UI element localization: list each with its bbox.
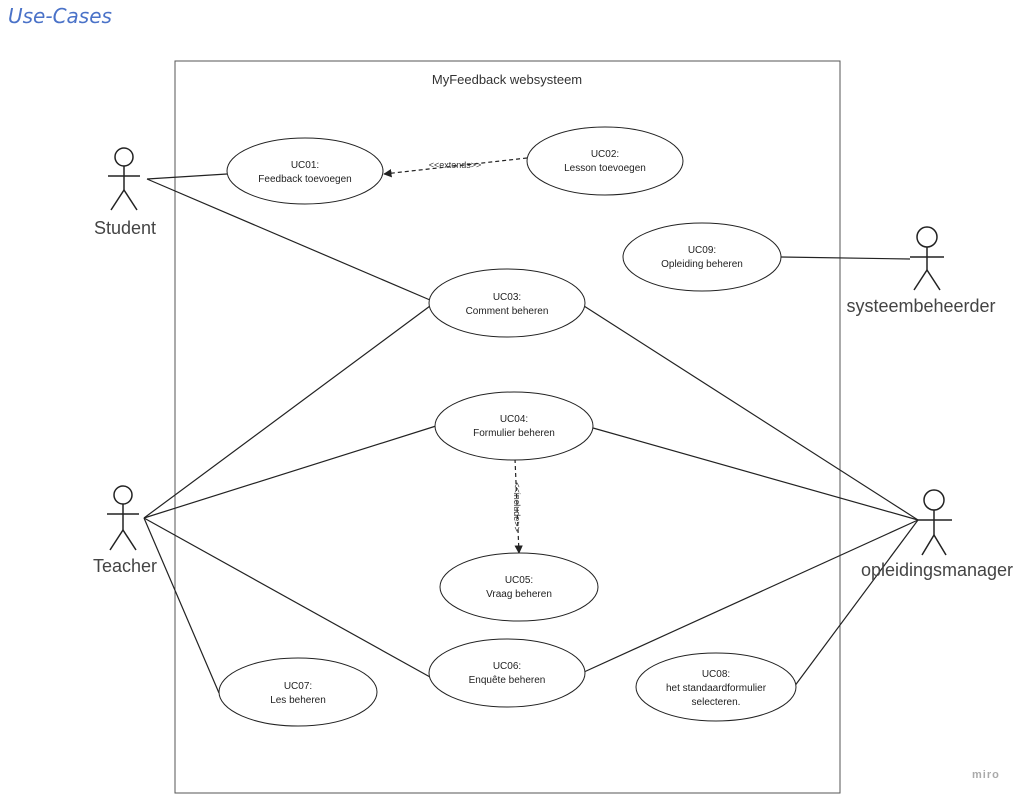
uc06-name: Enquête beheren <box>469 675 546 686</box>
uc09-id: UC09: <box>688 245 716 256</box>
associations <box>143 173 919 694</box>
extends-arrow <box>383 157 528 178</box>
uc06-id: UC06: <box>493 661 521 672</box>
uc04-name: Formulier beheren <box>473 428 555 439</box>
assoc-sysbeheer-uc09 <box>780 256 911 260</box>
assoc-teacher-uc06 <box>143 517 431 678</box>
page-heading: Use-Cases <box>8 4 112 28</box>
uc01-id: UC01: <box>291 160 319 171</box>
uc03-id: UC03: <box>493 292 521 303</box>
use-case-uc08[interactable]: UC08: het standaardformulier selecteren. <box>635 652 797 722</box>
uc08-name-cont: selecteren. <box>692 697 741 708</box>
uc05-id: UC05: <box>505 575 533 586</box>
use-case-uc02[interactable]: UC02: Lesson toevoegen <box>526 126 684 196</box>
use-case-uc04[interactable]: UC04: Formulier beheren <box>434 391 594 461</box>
assoc-manager-uc03 <box>583 305 919 521</box>
assoc-teacher-uc07 <box>143 517 220 694</box>
assoc-student-uc03 <box>146 178 431 301</box>
actor-teacher[interactable]: Teacher <box>93 485 157 576</box>
actor-systeembeheerder-label: systeembeheerder <box>846 296 995 316</box>
include-arrow <box>514 458 523 554</box>
assoc-teacher-uc04 <box>143 425 437 519</box>
assoc-teacher-uc03 <box>143 305 431 519</box>
assoc-student-uc01 <box>146 173 228 180</box>
use-case-uc05[interactable]: UC05: Vraag beheren <box>439 552 599 622</box>
uc05-name: Vraag beheren <box>486 589 552 600</box>
extends-label: <<extends>> <box>429 160 482 170</box>
actor-student[interactable]: Student <box>94 147 156 238</box>
use-case-uc01[interactable]: UC01: Feedback toevoegen <box>226 137 384 205</box>
system-title: MyFeedback websysteem <box>432 72 582 87</box>
actor-opleidingsmanager[interactable]: opleidingsmanager <box>861 489 1013 580</box>
uc01-name: Feedback toevoegen <box>258 174 351 185</box>
include-label: <<include>> <box>512 482 522 532</box>
assoc-manager-uc06 <box>583 519 919 673</box>
uc07-id: UC07: <box>284 681 312 692</box>
assoc-manager-uc04 <box>592 427 919 521</box>
uc07-name: Les beheren <box>270 695 326 706</box>
stick-figure-icon <box>910 226 944 291</box>
stick-figure-icon <box>918 489 952 556</box>
actor-student-label: Student <box>94 218 156 238</box>
use-case-uc09[interactable]: UC09: Opleiding beheren <box>622 222 782 292</box>
system-boundary <box>174 60 841 794</box>
actor-teacher-label: Teacher <box>93 556 157 576</box>
uc02-name: Lesson toevoegen <box>564 163 646 174</box>
stick-figure-icon <box>108 147 140 211</box>
actor-opleidingsmanager-label: opleidingsmanager <box>861 560 1013 580</box>
uc08-id: UC08: <box>702 669 730 680</box>
uc09-name: Opleiding beheren <box>661 259 743 270</box>
uc08-name: het standaardformulier <box>666 683 767 694</box>
use-case-uc06[interactable]: UC06: Enquête beheren <box>428 638 586 708</box>
miro-watermark: miro <box>972 769 1000 781</box>
uc04-id: UC04: <box>500 414 528 425</box>
uc03-name: Comment beheren <box>466 306 549 317</box>
use-case-uc03[interactable]: UC03: Comment beheren <box>428 268 586 338</box>
stick-figure-icon <box>107 485 139 551</box>
use-case-uc07[interactable]: UC07: Les beheren <box>218 657 378 727</box>
uc02-id: UC02: <box>591 149 619 160</box>
assoc-manager-uc08 <box>793 519 919 688</box>
actor-systeembeheerder[interactable]: systeembeheerder <box>846 226 996 316</box>
